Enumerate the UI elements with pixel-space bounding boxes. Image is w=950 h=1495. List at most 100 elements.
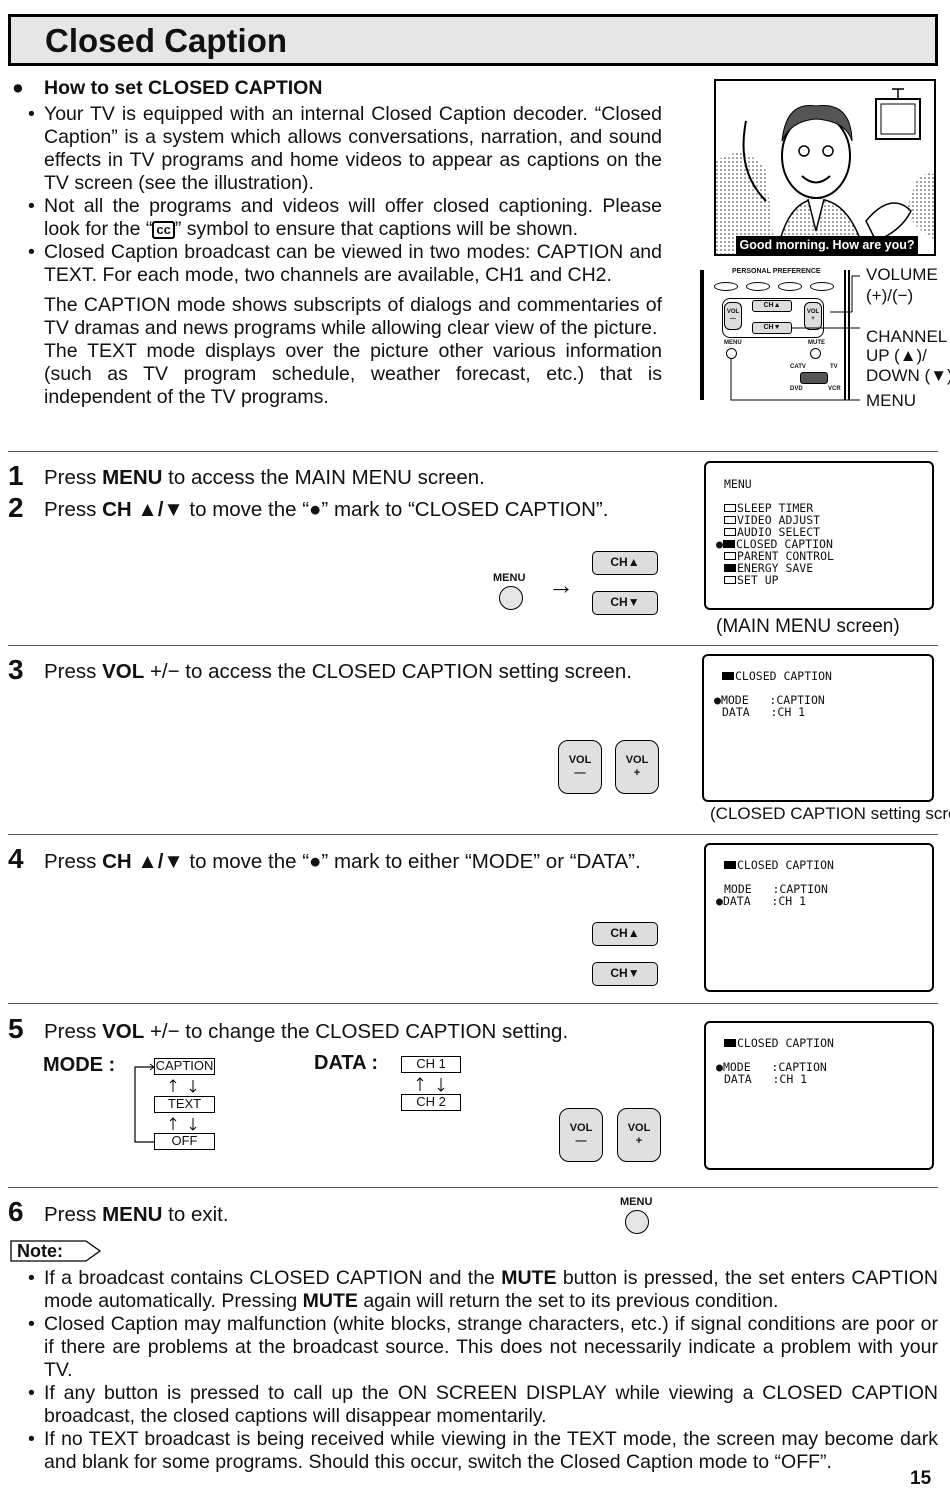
cc-mode-row: ●MODE :CAPTION bbox=[716, 1060, 827, 1074]
remote-illustration: PERSONAL PREFERENCE VOL — VOL + CH▲ CH▼ … bbox=[700, 262, 860, 402]
cc-screen-title: CLOSED CAPTION bbox=[724, 859, 834, 871]
step-number: 2 bbox=[8, 492, 24, 523]
remote-vol-plus[interactable]: VOL + bbox=[804, 302, 822, 330]
cc-setting-screen-3: CLOSED CAPTION ●MODE :CAPTION DATA :CH 1 bbox=[704, 1021, 934, 1170]
step-3-text: Press VOL +/− to access the CLOSED CAPTI… bbox=[44, 660, 632, 683]
mode-option-text: TEXT bbox=[154, 1096, 215, 1113]
divider bbox=[8, 1003, 938, 1004]
menu-item: PARENT CONTROL bbox=[724, 550, 834, 562]
step-6-text: Press MENU to exit. bbox=[44, 1203, 229, 1226]
cc-screen-title: CLOSED CAPTION bbox=[722, 670, 832, 682]
preference-buttons bbox=[714, 282, 834, 294]
note-item: •If a broadcast contains CLOSED CAPTION … bbox=[28, 1267, 938, 1312]
menu-label: MENU bbox=[866, 391, 917, 410]
channel-label: CHANNEL bbox=[866, 327, 948, 346]
preference-button-a[interactable] bbox=[714, 282, 738, 291]
arrow-right-icon: → bbox=[548, 570, 574, 600]
tv-illustration: Good morning. How are you? bbox=[714, 79, 936, 256]
bullet-icon: ● bbox=[12, 77, 24, 99]
remote-ch-down[interactable]: CH▼ bbox=[752, 322, 792, 334]
ch-down-button[interactable]: CH▼ bbox=[592, 962, 658, 986]
ch-up-button[interactable]: CH▲ bbox=[592, 922, 658, 946]
cc-setting-screen-2: CLOSED CAPTION MODE :CAPTION ●DATA :CH 1 bbox=[704, 843, 934, 992]
ch-up-button[interactable]: CH▲ bbox=[592, 551, 658, 575]
step-number: 4 bbox=[8, 843, 24, 874]
divider bbox=[8, 451, 938, 452]
menu-button-label: MENU bbox=[493, 572, 526, 584]
vol-minus-button[interactable]: VOL— bbox=[558, 740, 602, 794]
note-item: •If no TEXT broadcast is being received … bbox=[28, 1428, 938, 1473]
menu-item: VIDEO ADJUST bbox=[724, 514, 820, 526]
vcr-label: VCR bbox=[828, 386, 841, 392]
data-diagram-label: DATA : bbox=[314, 1052, 379, 1074]
intro-p3: Closed Caption broadcast can be viewed i… bbox=[44, 241, 662, 286]
step-number: 6 bbox=[8, 1196, 24, 1227]
data-option-ch1: CH 1 bbox=[401, 1056, 461, 1073]
mode-diagram-label: MODE : bbox=[43, 1054, 116, 1076]
step-1-text: Press MENU to access the MAIN MENU scree… bbox=[44, 466, 485, 489]
cc-mode-row: ●MODE :CAPTION bbox=[714, 693, 825, 707]
mode-option-off: OFF bbox=[154, 1133, 215, 1150]
menu-button[interactable] bbox=[499, 586, 523, 610]
step-4-text: Press CH ▲/▼ to move the “●” mark to eit… bbox=[44, 850, 641, 873]
note-item: •If any button is pressed to call up the… bbox=[28, 1382, 938, 1427]
menu-item-selected: ●CLOSED CAPTION bbox=[716, 537, 833, 551]
vol-plus-button[interactable]: VOL+ bbox=[615, 740, 659, 794]
divider bbox=[8, 645, 938, 646]
catv-label: CATV bbox=[790, 364, 806, 370]
remote-menu-button[interactable] bbox=[726, 348, 737, 359]
page-title: Closed Caption bbox=[45, 22, 288, 59]
remote-vol-minus[interactable]: VOL — bbox=[724, 302, 742, 330]
preference-button-b[interactable] bbox=[746, 282, 770, 291]
remote-mute-button[interactable] bbox=[810, 348, 821, 359]
step-number: 3 bbox=[8, 654, 24, 685]
mode-cycle-arrows-icon bbox=[134, 1063, 197, 1143]
step-5-text: Press VOL +/− to change the CLOSED CAPTI… bbox=[44, 1020, 569, 1043]
menu-button[interactable] bbox=[625, 1210, 649, 1234]
preference-button-d[interactable] bbox=[810, 282, 834, 291]
volume-label-2: (+)/(−) bbox=[866, 286, 914, 305]
intro-p5: The TEXT mode displays over the picture … bbox=[44, 340, 662, 408]
cc-mode-row: MODE :CAPTION bbox=[724, 882, 828, 896]
channel-label-2: UP (▲)/ bbox=[866, 346, 927, 365]
note-label-box: Note: bbox=[10, 1240, 102, 1262]
preference-button-c[interactable] bbox=[778, 282, 802, 291]
page-header: Closed Caption bbox=[8, 14, 938, 66]
menu-item: SLEEP TIMER bbox=[724, 502, 813, 514]
note-list: •If a broadcast contains CLOSED CAPTION … bbox=[28, 1267, 938, 1474]
divider bbox=[8, 834, 938, 835]
mode-option-caption: CAPTION bbox=[154, 1058, 215, 1075]
menu-item: AUDIO SELECT bbox=[724, 526, 820, 538]
step-2-text: Press CH ▲/▼ to move the “●” mark to “CL… bbox=[44, 498, 609, 521]
remote-ch-up[interactable]: CH▲ bbox=[752, 300, 792, 312]
vol-plus-button[interactable]: VOL+ bbox=[617, 1108, 661, 1162]
intro-p2a: Not all the programs and videos will off… bbox=[44, 195, 662, 240]
menu-item: SET UP bbox=[724, 574, 779, 586]
intro-p2b: ” symbol to ensure that captions will be… bbox=[174, 218, 579, 240]
step-number: 1 bbox=[8, 460, 24, 491]
intro-section: ● How to set CLOSED CAPTION • Your TV is… bbox=[12, 77, 662, 408]
menu-item: ENERGY SAVE bbox=[724, 562, 813, 574]
tv-label: TV bbox=[830, 364, 838, 370]
cc-data-row-selected: ●DATA :CH 1 bbox=[716, 894, 807, 908]
main-menu-screen: MENU SLEEP TIMER VIDEO ADJUST AUDIO SELE… bbox=[704, 461, 934, 610]
cc-screen-caption: (CLOSED CAPTION setting screen) bbox=[710, 804, 950, 823]
data-cycle-arrows-icon bbox=[416, 1077, 445, 1092]
remote-mute-label: MUTE bbox=[808, 340, 825, 346]
menu-screen-title: MENU bbox=[724, 477, 752, 491]
man-illustration-icon bbox=[716, 88, 934, 254]
cc-symbol-icon: cc bbox=[152, 221, 175, 239]
cc-screen-title: CLOSED CAPTION bbox=[724, 1037, 834, 1049]
note-label: Note: bbox=[17, 1241, 63, 1261]
dvd-label: DVD bbox=[790, 386, 803, 392]
remote-menu-label: MENU bbox=[724, 340, 742, 346]
vol-minus-button[interactable]: VOL— bbox=[559, 1108, 603, 1162]
cc-data-row: DATA :CH 1 bbox=[722, 705, 806, 719]
ch-down-button[interactable]: CH▼ bbox=[592, 591, 658, 615]
divider bbox=[8, 1187, 938, 1188]
volume-label: VOLUME bbox=[866, 265, 938, 284]
main-menu-caption: (MAIN MENU screen) bbox=[716, 616, 900, 637]
mode-switch[interactable] bbox=[800, 372, 828, 384]
cc-data-row: DATA :CH 1 bbox=[724, 1072, 808, 1086]
intro-p1: Your TV is equipped with an internal Clo… bbox=[44, 103, 662, 194]
